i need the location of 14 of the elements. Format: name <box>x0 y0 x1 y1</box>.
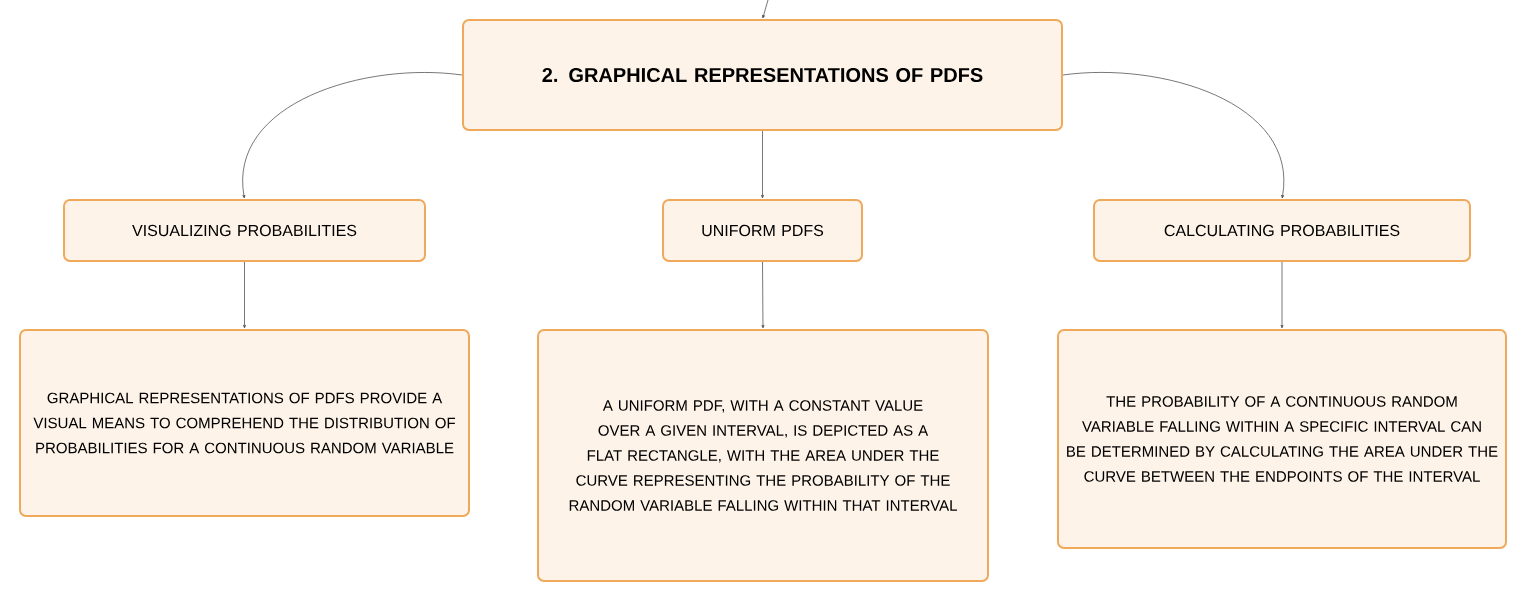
arrow <box>1062 72 1285 199</box>
topic-box: VISUALIZING PROBABILITIES <box>63 199 426 262</box>
topic-box: UNIFORM PDFS <box>662 199 863 262</box>
topic-box: CALCULATING PROBABILITIES <box>1093 199 1471 262</box>
description-box: A UNIFORM PDF, WITH A CONSTANT VALUE OVER A GIVEN INTERVAL, IS DEPICTED AS A FLAT RECTANGLE, WITH THE AREA UNDER THE CURVE REPRESENTING THE PROBABILITY OF THE RANDOM VARIABLE FALLING WITHIN THAT INTERVAL <box>537 329 989 582</box>
arrow <box>762 0 769 19</box>
arrow <box>1280 261 1284 329</box>
arrow <box>243 261 246 329</box>
arrow <box>242 72 463 199</box>
arrow <box>761 130 764 199</box>
title-box: 2. GRAPHICAL REPRESENTATIONS OF PDFS <box>462 19 1063 131</box>
arrow <box>761 261 765 329</box>
description-box: GRAPHICAL REPRESENTATIONS OF PDFS PROVIDE A VISUAL MEANS TO COMPREHEND THE DISTRIBUTION OF PROBABILITIES FOR A CONTINUOUS RANDOM VARIABLE <box>19 329 470 517</box>
description-box: THE PROBABILITY OF A CONTINUOUS RANDOM VARIABLE FALLING WITHIN A SPECIFIC INTERVAL CAN BE DETERMINED BY CALCULATING THE AREA UNDER THE CURVE BETWEEN THE ENDPOINTS OF THE INTERVAL <box>1057 329 1507 549</box>
